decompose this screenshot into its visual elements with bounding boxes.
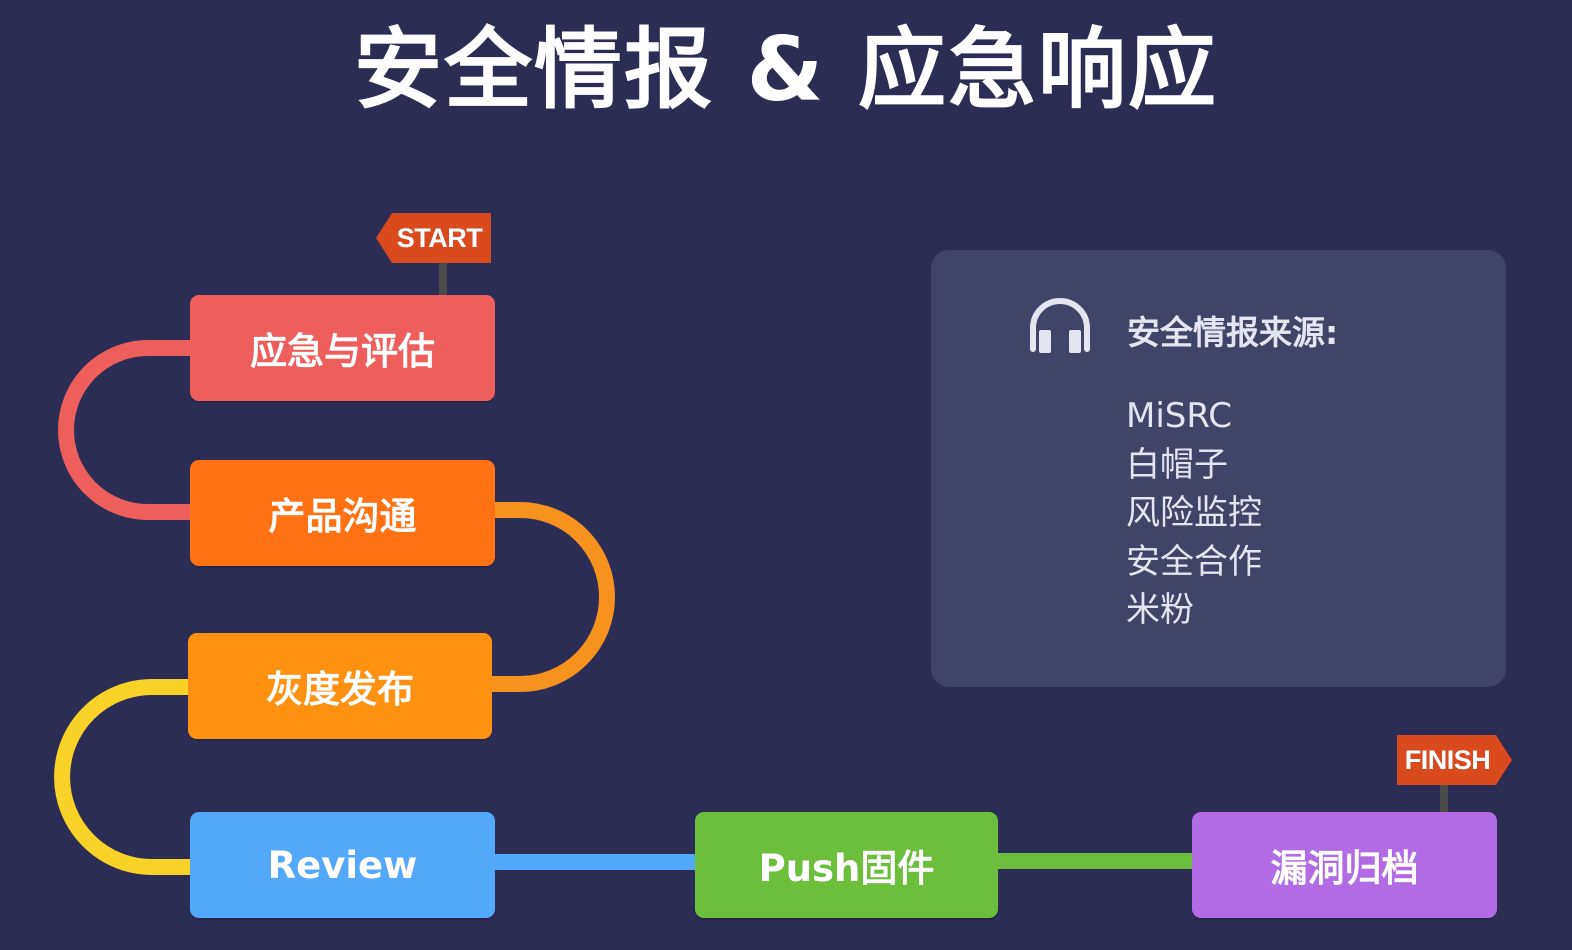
source-item: 白帽子 (1126, 444, 1228, 485)
intel-sources-panel: 安全情报来源: MiSRC 白帽子 风险监控 安全合作 米粉 (931, 250, 1506, 687)
source-list: MiSRC 白帽子 风险监控 安全合作 米粉 (1126, 392, 1262, 635)
start-flag: START (376, 213, 491, 263)
headphones-icon (1030, 298, 1090, 353)
connector-loop-3-4 (54, 679, 190, 875)
step-emergency-assessment[interactable]: 应急与评估 (190, 295, 495, 401)
step-push-firmware[interactable]: Push固件 (695, 812, 998, 918)
source-item: MiSRC (1126, 396, 1233, 436)
finish-flag-pole (1440, 782, 1448, 828)
finish-flag: FINISH (1397, 735, 1512, 785)
start-flag-pole (439, 260, 447, 306)
step-vulnerability-archive[interactable]: 漏洞归档 (1192, 812, 1497, 918)
step-review[interactable]: Review (190, 812, 495, 918)
step-product-communication[interactable]: 产品沟通 (190, 460, 495, 566)
source-item: 风险监控 (1126, 493, 1262, 533)
source-item: 米粉 (1126, 590, 1194, 630)
step-gray-release[interactable]: 灰度发布 (188, 633, 492, 739)
source-item: 安全合作 (1126, 541, 1262, 582)
connector-loop-1-2 (58, 340, 190, 520)
panel-heading: 安全情报来源: (1127, 313, 1339, 352)
connector-loop-2-3 (491, 502, 615, 692)
page-title: 安全情报 & 应急响应 (353, 18, 1219, 121)
